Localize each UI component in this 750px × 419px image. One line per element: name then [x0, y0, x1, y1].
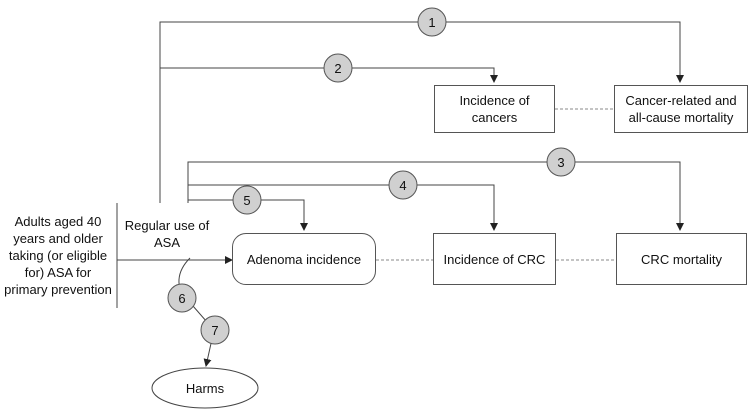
crc-mortality-box: CRC mortality	[616, 233, 747, 285]
harms-label: Harms	[185, 380, 225, 396]
arrow-kq2	[160, 67, 498, 83]
svg-text:1: 1	[428, 15, 435, 30]
incidence-of-crc-box: Incidence of CRC	[433, 233, 556, 285]
adenoma-incidence-box: Adenoma incidence	[232, 233, 376, 285]
arrow-kq1	[159, 21, 684, 203]
incidence-of-cancers-box: Incidence of cancers	[434, 85, 555, 133]
svg-text:6: 6	[178, 291, 185, 306]
population-label: Adults aged 40 years and older taking (o…	[4, 213, 112, 297]
arrow-kq5	[188, 199, 308, 231]
svg-text:5: 5	[243, 193, 250, 208]
svg-text:7: 7	[211, 323, 218, 338]
svg-text:2: 2	[334, 61, 341, 76]
arrow-kq3	[187, 161, 684, 231]
kq-badge-4: 4	[388, 170, 418, 200]
svg-text:4: 4	[399, 178, 406, 193]
arrow-kq4	[188, 184, 498, 231]
kq-badge-2: 2	[323, 53, 353, 83]
cancer-mortality-box: Cancer-related and all-cause mortality	[614, 85, 748, 133]
intervention-label: Regular use of ASA	[124, 218, 210, 250]
kq-badge-7: 7	[200, 315, 230, 345]
kq-badge-5: 5	[232, 185, 262, 215]
harms-ellipse	[151, 367, 259, 409]
kq-badge-6: 6	[167, 283, 197, 313]
kq-badge-1: 1	[417, 7, 447, 37]
kq-badge-3: 3	[546, 147, 576, 177]
svg-text:3: 3	[557, 155, 564, 170]
